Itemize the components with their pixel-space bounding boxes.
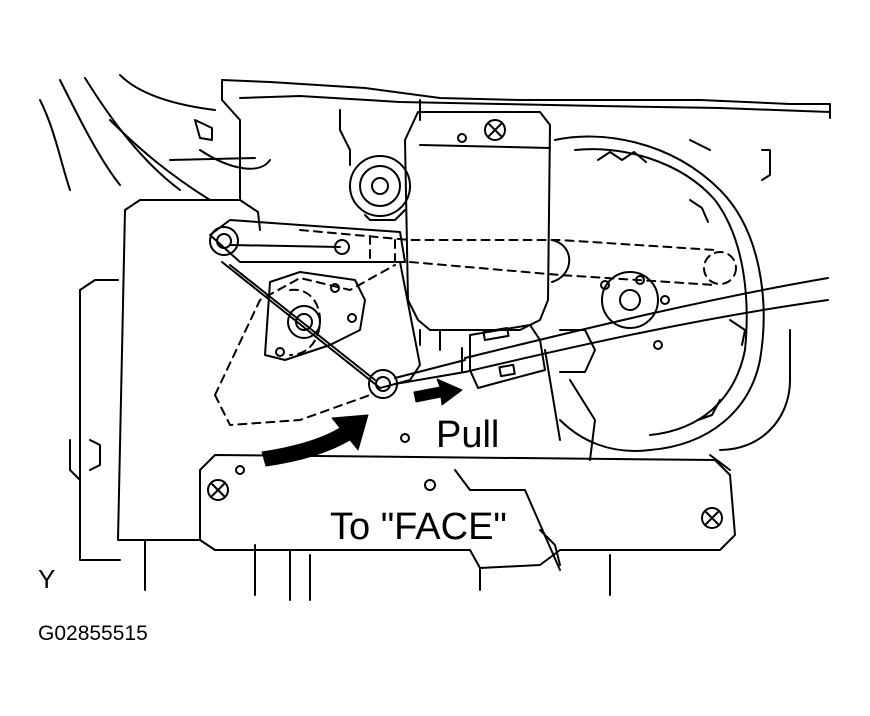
lower-bracket (199, 433, 736, 596)
dashed-alternate-position (214, 229, 737, 426)
pull-cable (394, 277, 829, 461)
left-frame (69, 199, 311, 601)
pull-arrow-icon (413, 378, 463, 406)
rotation-arrow-icon (261, 414, 369, 467)
top-frame (221, 79, 831, 231)
to-face-label: To "FACE" (330, 506, 507, 548)
gear-plate (551, 135, 791, 471)
link-plate (209, 219, 421, 399)
upper-pulley (349, 155, 411, 221)
figure-code-label: G02855515 (38, 622, 148, 645)
frame-contour-lines (39, 74, 271, 201)
pull-label: Pull (436, 414, 500, 456)
central-bracket (404, 111, 551, 351)
corner-mark-label: Y (38, 564, 56, 594)
